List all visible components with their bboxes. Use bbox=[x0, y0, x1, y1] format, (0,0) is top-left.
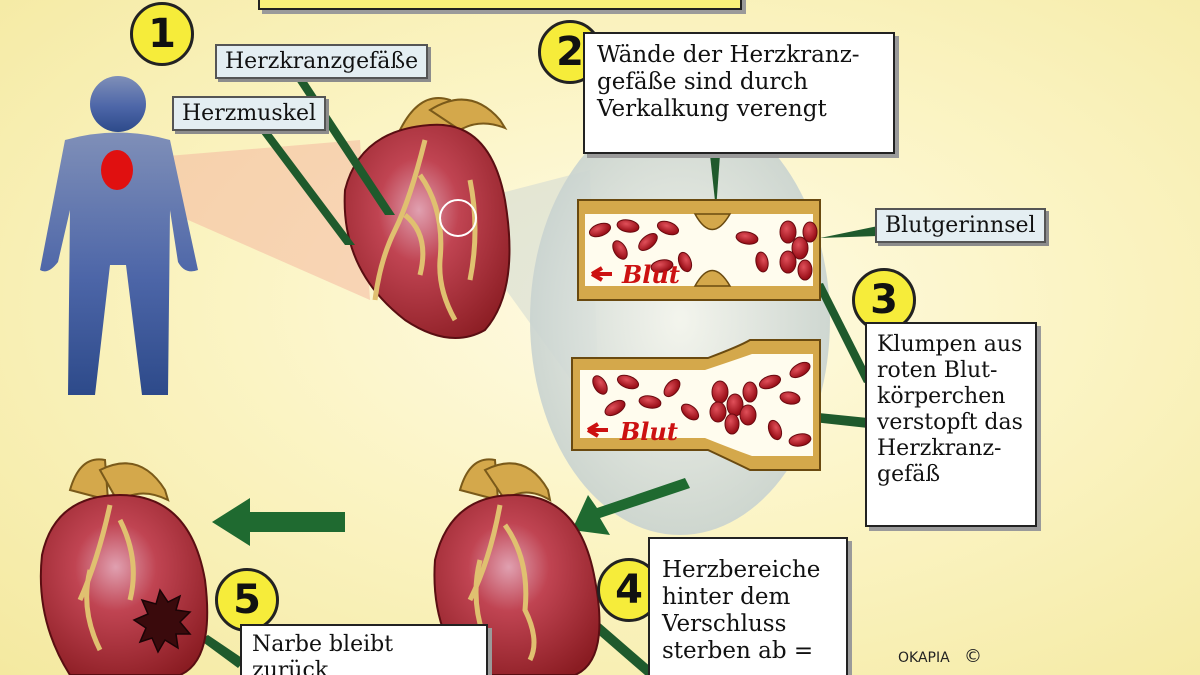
pointer-step3-top bbox=[815, 283, 872, 383]
step-5-badge: 5 bbox=[215, 568, 279, 632]
step-4-text: Herzbereiche hinter dem Verschluss sterb… bbox=[648, 537, 848, 675]
person-silhouette bbox=[40, 76, 198, 395]
blut-label-top: Blut bbox=[621, 260, 680, 289]
arrow-to-heart-left bbox=[212, 498, 345, 546]
heart-bottom-left bbox=[39, 458, 209, 675]
person-heart-spot bbox=[101, 150, 133, 190]
pointer-step2 bbox=[710, 155, 720, 210]
pointer-step5 bbox=[200, 635, 245, 668]
step-2-text: Wände der Herzkranz- gefäße sind durch V… bbox=[583, 32, 895, 154]
step-1-badge: 1 bbox=[130, 2, 194, 66]
heart-top bbox=[343, 97, 511, 339]
blut-label-bottom: Blut bbox=[619, 417, 678, 446]
scar-tissue bbox=[132, 588, 192, 654]
step-5-text: Narbe bleibt zurück und verschlechtert bbox=[240, 624, 488, 675]
pointer-herzmuskel bbox=[255, 125, 355, 245]
label-blutgerinnsel: Blutgerinnsel bbox=[875, 208, 1046, 243]
label-herzmuskel: Herzmuskel bbox=[172, 96, 327, 131]
arrow-to-heart-bottom bbox=[572, 478, 690, 535]
credit-agency: OKAPIA bbox=[898, 650, 950, 666]
vessel-narrowed: Blut bbox=[577, 199, 821, 301]
zoom-beam-person bbox=[120, 140, 370, 300]
label-herzkranzgefaesse: Herzkranzgefäße bbox=[215, 44, 429, 79]
copyright-symbol: © bbox=[964, 646, 982, 667]
step-3-text: Klumpen aus roten Blut- körperchen verst… bbox=[865, 322, 1037, 527]
vessel-blocked: Blut bbox=[571, 339, 821, 471]
pointer-blutgerinnsel bbox=[820, 226, 878, 238]
title-box-cropped bbox=[258, 0, 742, 10]
